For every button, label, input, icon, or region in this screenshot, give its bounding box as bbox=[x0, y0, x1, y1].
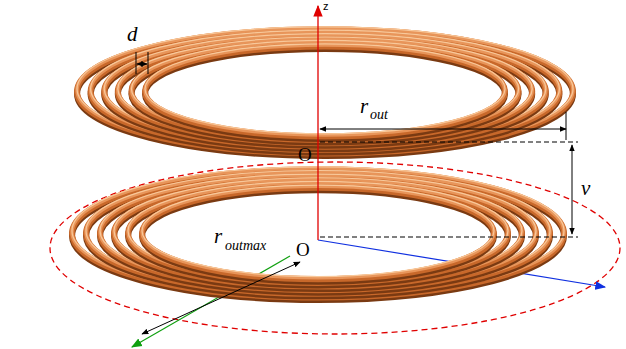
coil-turn bbox=[77, 30, 573, 154]
dimension-label: r bbox=[360, 96, 368, 117]
max-radius-circle bbox=[50, 162, 620, 334]
origin-label: O bbox=[298, 145, 312, 164]
coil-turn bbox=[131, 40, 518, 137]
coil-turn bbox=[77, 27, 573, 151]
dimension-label: v bbox=[581, 178, 590, 199]
coils bbox=[72, 27, 573, 300]
top-level-line bbox=[320, 142, 578, 143]
v-dimension bbox=[572, 145, 573, 234]
d-dimension bbox=[137, 64, 147, 65]
dimension-subscript: outmax bbox=[225, 239, 266, 253]
dimension-label: r bbox=[214, 226, 222, 247]
coil-turn bbox=[91, 33, 560, 150]
coil-turn bbox=[91, 30, 560, 147]
bottom-level-line bbox=[320, 237, 578, 238]
coil-turn bbox=[131, 43, 518, 140]
d-tick bbox=[148, 52, 149, 74]
coil-turn bbox=[91, 31, 560, 148]
axis-label: z bbox=[323, 1, 329, 12]
rout-tick bbox=[566, 112, 567, 140]
coil-turn bbox=[77, 28, 573, 152]
rout-dimension bbox=[320, 129, 566, 130]
origin-label: O bbox=[296, 240, 310, 259]
coil-turn bbox=[118, 40, 532, 144]
coil bbox=[77, 27, 573, 156]
dimension-subscript: out bbox=[370, 108, 388, 122]
d-tick bbox=[136, 52, 137, 74]
coil-turn bbox=[131, 42, 518, 139]
z-axis bbox=[317, 6, 318, 240]
coil-turn bbox=[118, 38, 532, 142]
routmax-dimension bbox=[142, 262, 300, 334]
coil-turn bbox=[145, 44, 505, 134]
coil-turn bbox=[118, 37, 532, 141]
coil-turn bbox=[104, 34, 546, 144]
dimension-label: d bbox=[127, 24, 138, 45]
coil-turn bbox=[104, 36, 546, 146]
